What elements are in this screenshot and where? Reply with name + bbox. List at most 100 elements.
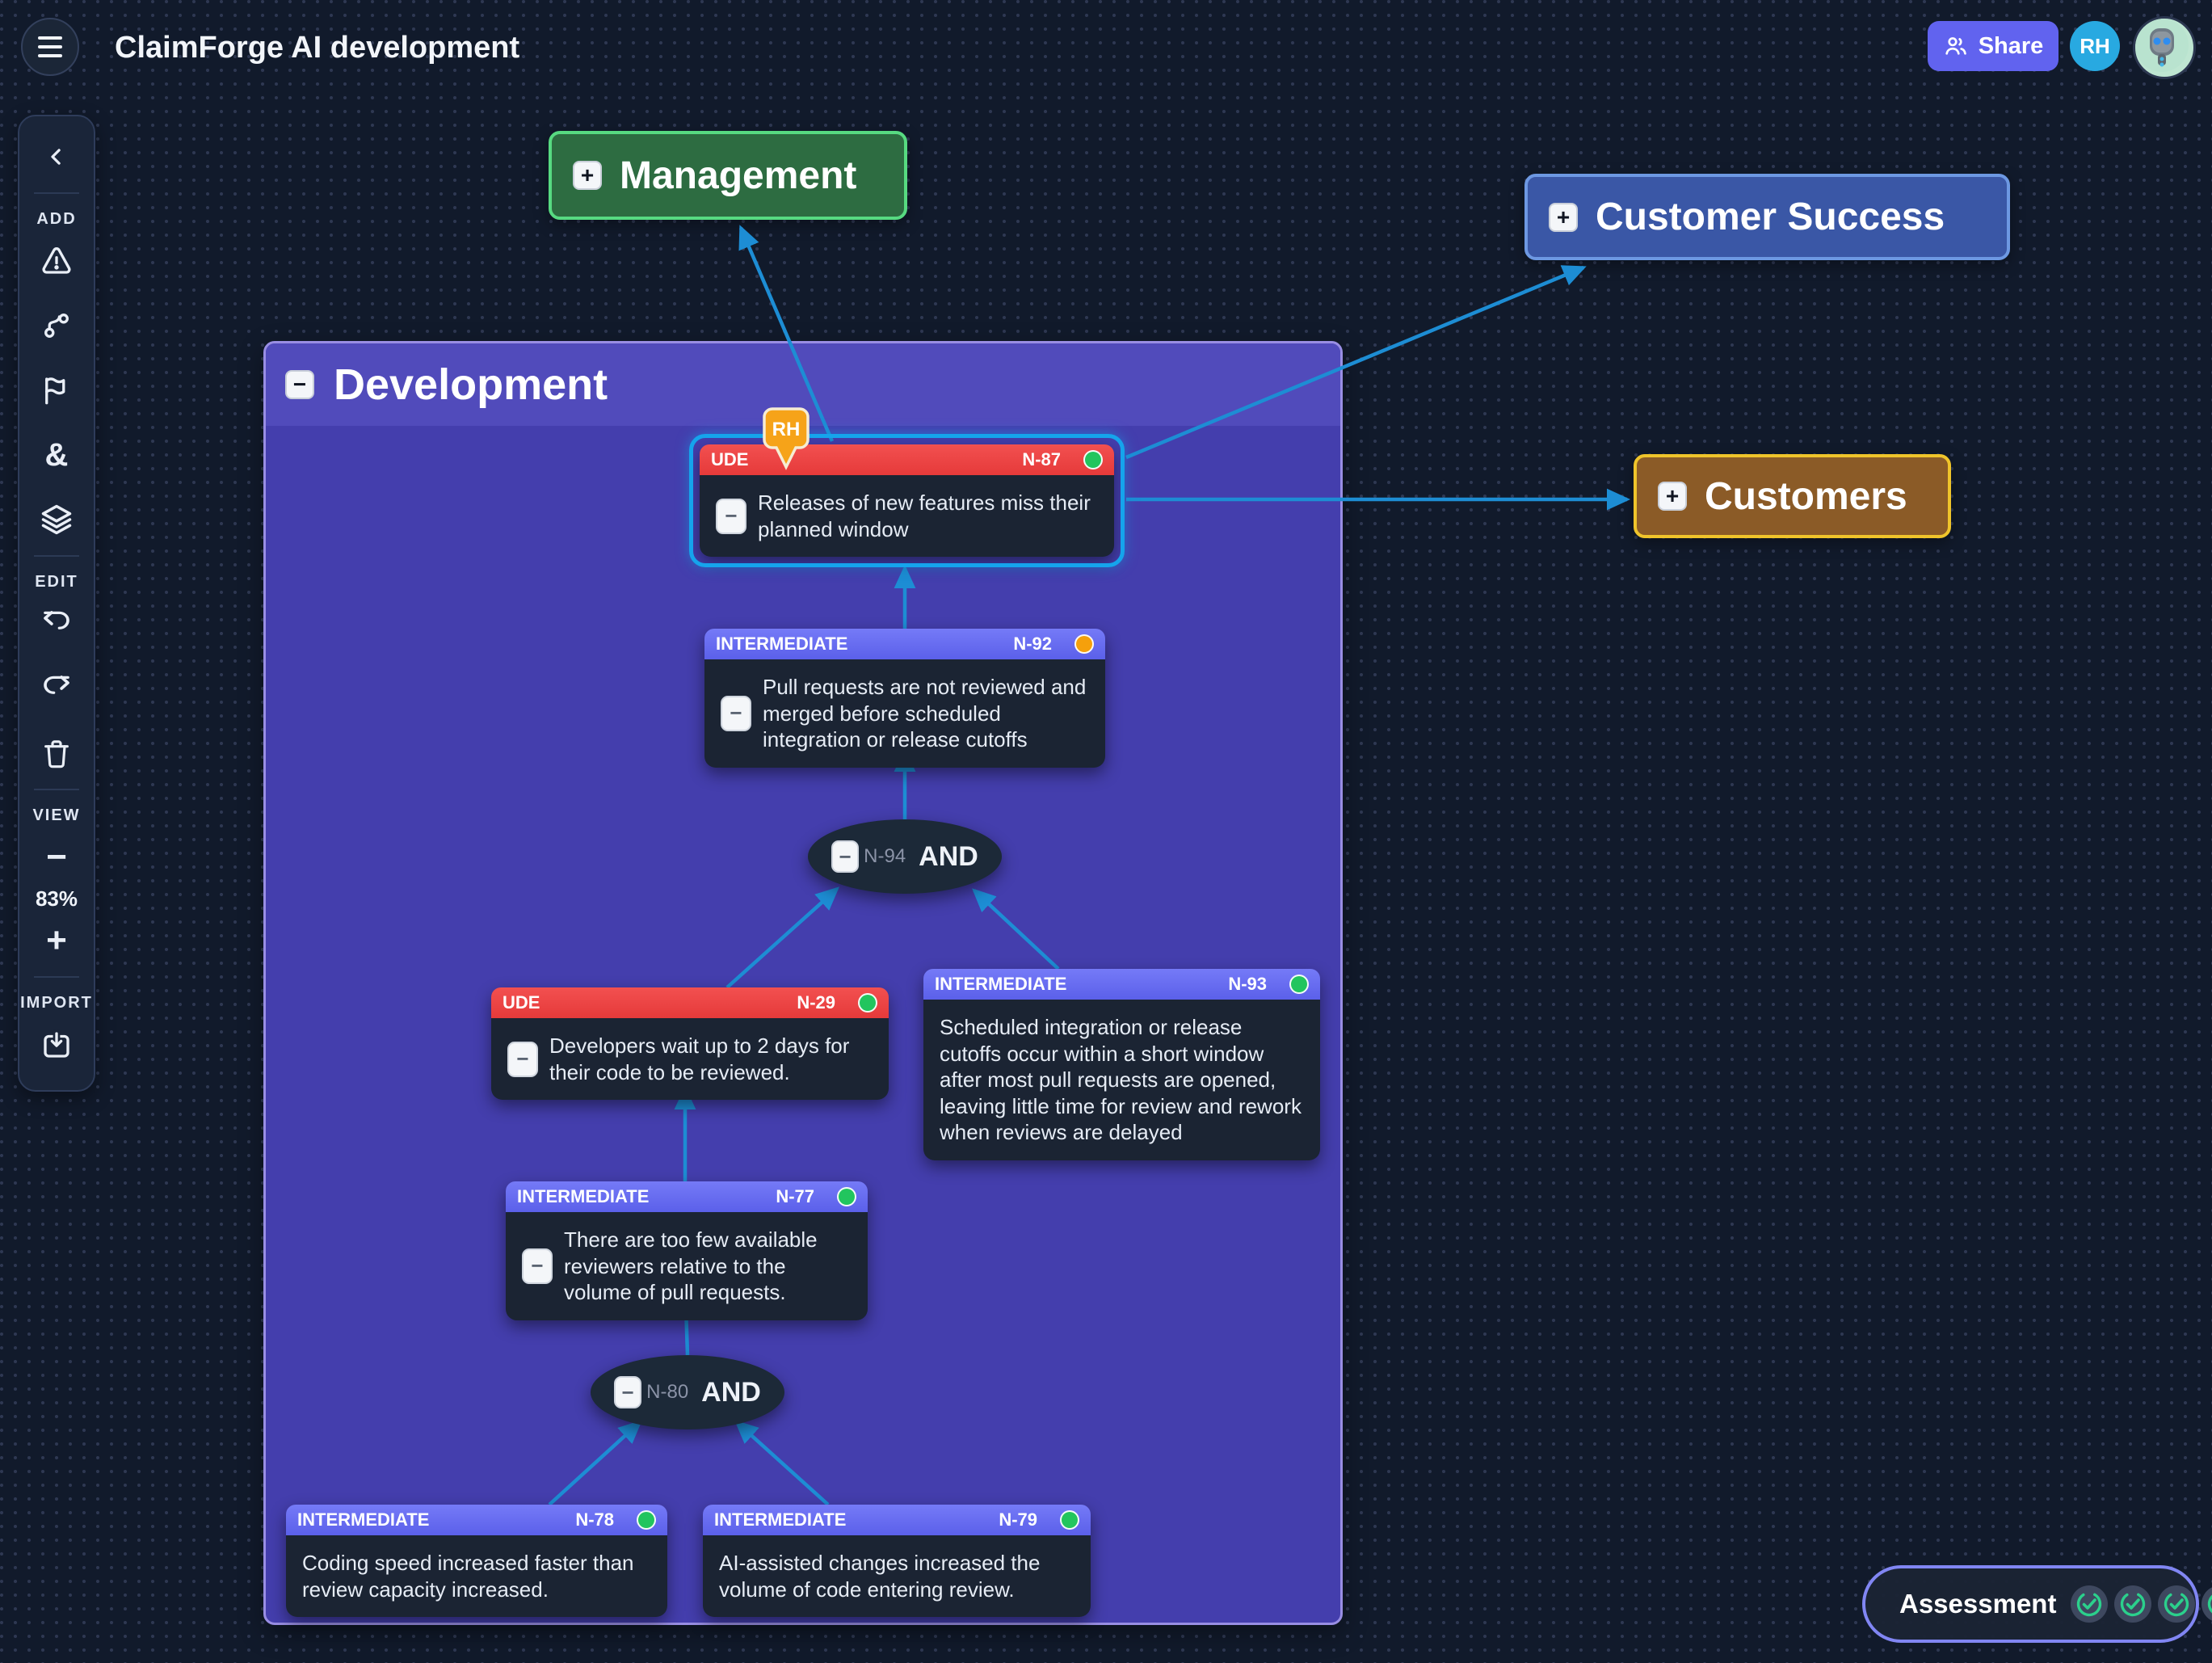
add-group-button[interactable] [32,495,81,544]
node-collapse-button[interactable]: − [716,498,746,534]
node-status-dot [637,1510,656,1530]
node-text: AI-assisted changes increased the volume… [719,1551,1041,1602]
node-status-dot [1083,450,1103,469]
and-collapse-button[interactable]: − [614,1376,642,1408]
group-label: Customers [1705,474,1907,518]
check-circle-icon [2071,1585,2109,1623]
trash-icon [44,740,69,768]
share-label: Share [1978,32,2044,59]
group-label: Customer Success [1596,196,1945,238]
node-type-label: UDE [503,992,540,1013]
group-customer-success[interactable]: + Customer Success [1524,174,2010,260]
zoom-out-button[interactable]: − [32,833,81,882]
add-intermediate-button[interactable] [32,301,81,350]
and-node-n-80[interactable]: − N-80 AND [591,1355,784,1429]
user-avatar-image[interactable] [2133,16,2196,79]
divider [34,789,79,790]
node-n-78[interactable]: INTERMEDIATE N-78 Coding speed increased… [286,1505,667,1617]
redo-button[interactable] [32,664,81,713]
check-circle-icon [2158,1585,2196,1623]
divider [34,976,79,978]
node-type-label: INTERMEDIATE [716,634,848,654]
divider [34,192,79,194]
share-people-icon [1943,33,1969,59]
group-expand-button[interactable]: + [1658,482,1687,511]
check-circle-icon [2201,1587,2212,1621]
check-circle-icon [2114,1585,2152,1623]
svg-text:RH: RH [772,419,801,440]
node-collapse-button[interactable]: − [721,695,751,731]
zoom-level: 83% [35,886,78,911]
user-avatar-initials[interactable]: RH [2070,21,2120,71]
minus-icon: − [46,837,67,877]
node-text: Coding speed increased faster than revie… [302,1551,634,1602]
node-collapse-button[interactable]: − [507,1041,538,1077]
node-id: N-79 [999,1509,1037,1530]
node-type-label: UDE [711,449,749,469]
collapse-sidebar-button[interactable] [32,133,81,181]
node-n-92[interactable]: INTERMEDIATE N-92 − Pull requests are no… [704,629,1105,768]
node-status-dot [1060,1510,1079,1530]
branch-icon [44,314,69,338]
node-text: There are too few available reviewers re… [564,1227,818,1304]
and-node-n-94[interactable]: − N-94 AND [808,819,1002,894]
node-id: N-29 [797,992,835,1013]
group-label: Management [620,154,857,197]
delete-button[interactable] [32,729,81,777]
node-n-29[interactable]: UDE N-29 − Developers wait up to 2 days … [491,987,889,1100]
group-management[interactable]: + Management [549,131,907,220]
node-text: Pull requests are not reviewed and merge… [763,675,1087,752]
node-n-93[interactable]: INTERMEDIATE N-93 Scheduled integration … [923,969,1320,1160]
assessment-panel[interactable]: Assessment [1862,1565,2212,1643]
assessment-checks [2069,1584,2212,1624]
chevron-left-icon [51,149,61,165]
group-collapse-button[interactable]: − [285,370,314,399]
and-node-label: AND [701,1376,761,1408]
add-ude-button[interactable] [32,237,81,285]
undo-icon [44,611,69,629]
node-text: Releases of new features miss their plan… [758,490,1091,541]
section-label-view: VIEW [32,806,81,824]
add-goal-button[interactable] [32,366,81,415]
node-text: Developers wait up to 2 days for their c… [549,1034,850,1084]
presence-marker-rh: RH [763,407,810,470]
node-id: N-78 [575,1509,614,1530]
and-node-label: AND [919,840,978,872]
share-button[interactable]: Share [1928,21,2059,71]
flag-icon [45,377,65,405]
node-collapse-button[interactable]: − [522,1248,553,1284]
node-type-label: INTERMEDIATE [517,1186,650,1206]
node-status-dot [1074,634,1094,654]
undo-button[interactable] [32,600,81,648]
node-id: N-92 [1013,634,1052,654]
section-label-edit: EDIT [35,573,78,591]
divider [34,555,79,557]
hamburger-icon [38,36,62,40]
node-n-87[interactable]: UDE N-87 − Releases of new features miss… [689,434,1125,567]
node-type-label: INTERMEDIATE [714,1509,847,1530]
hamburger-menu-button[interactable] [21,18,79,76]
warning-triangle-icon [42,247,71,274]
node-n-79[interactable]: INTERMEDIATE N-79 AI-assisted changes in… [703,1505,1091,1617]
zoom-in-button[interactable]: + [32,916,81,965]
group-customers[interactable]: + Customers [1634,454,1951,538]
section-label-import: IMPORT [20,994,93,1012]
node-type-label: INTERMEDIATE [935,974,1067,994]
and-collapse-button[interactable]: − [831,840,860,873]
node-n-77[interactable]: INTERMEDIATE N-77 − There are too few av… [506,1181,868,1320]
node-type-label: INTERMEDIATE [297,1509,430,1530]
group-expand-button[interactable]: + [1549,202,1578,232]
group-expand-button[interactable]: + [573,161,602,190]
node-id: N-77 [776,1186,814,1206]
node-status-dot [1289,975,1309,994]
left-toolbar: ADD & EDIT VIEW − 83% + IMPORT [18,115,95,1092]
robot-avatar-icon [2135,19,2189,72]
node-id: N-87 [1022,449,1061,469]
assessment-label: Assessment [1899,1589,2057,1619]
plus-icon: + [46,920,67,960]
add-and-node-button[interactable]: & [32,431,81,479]
ampersand-icon: & [44,437,69,473]
import-button[interactable] [32,1021,81,1069]
node-id: N-93 [1228,974,1267,994]
